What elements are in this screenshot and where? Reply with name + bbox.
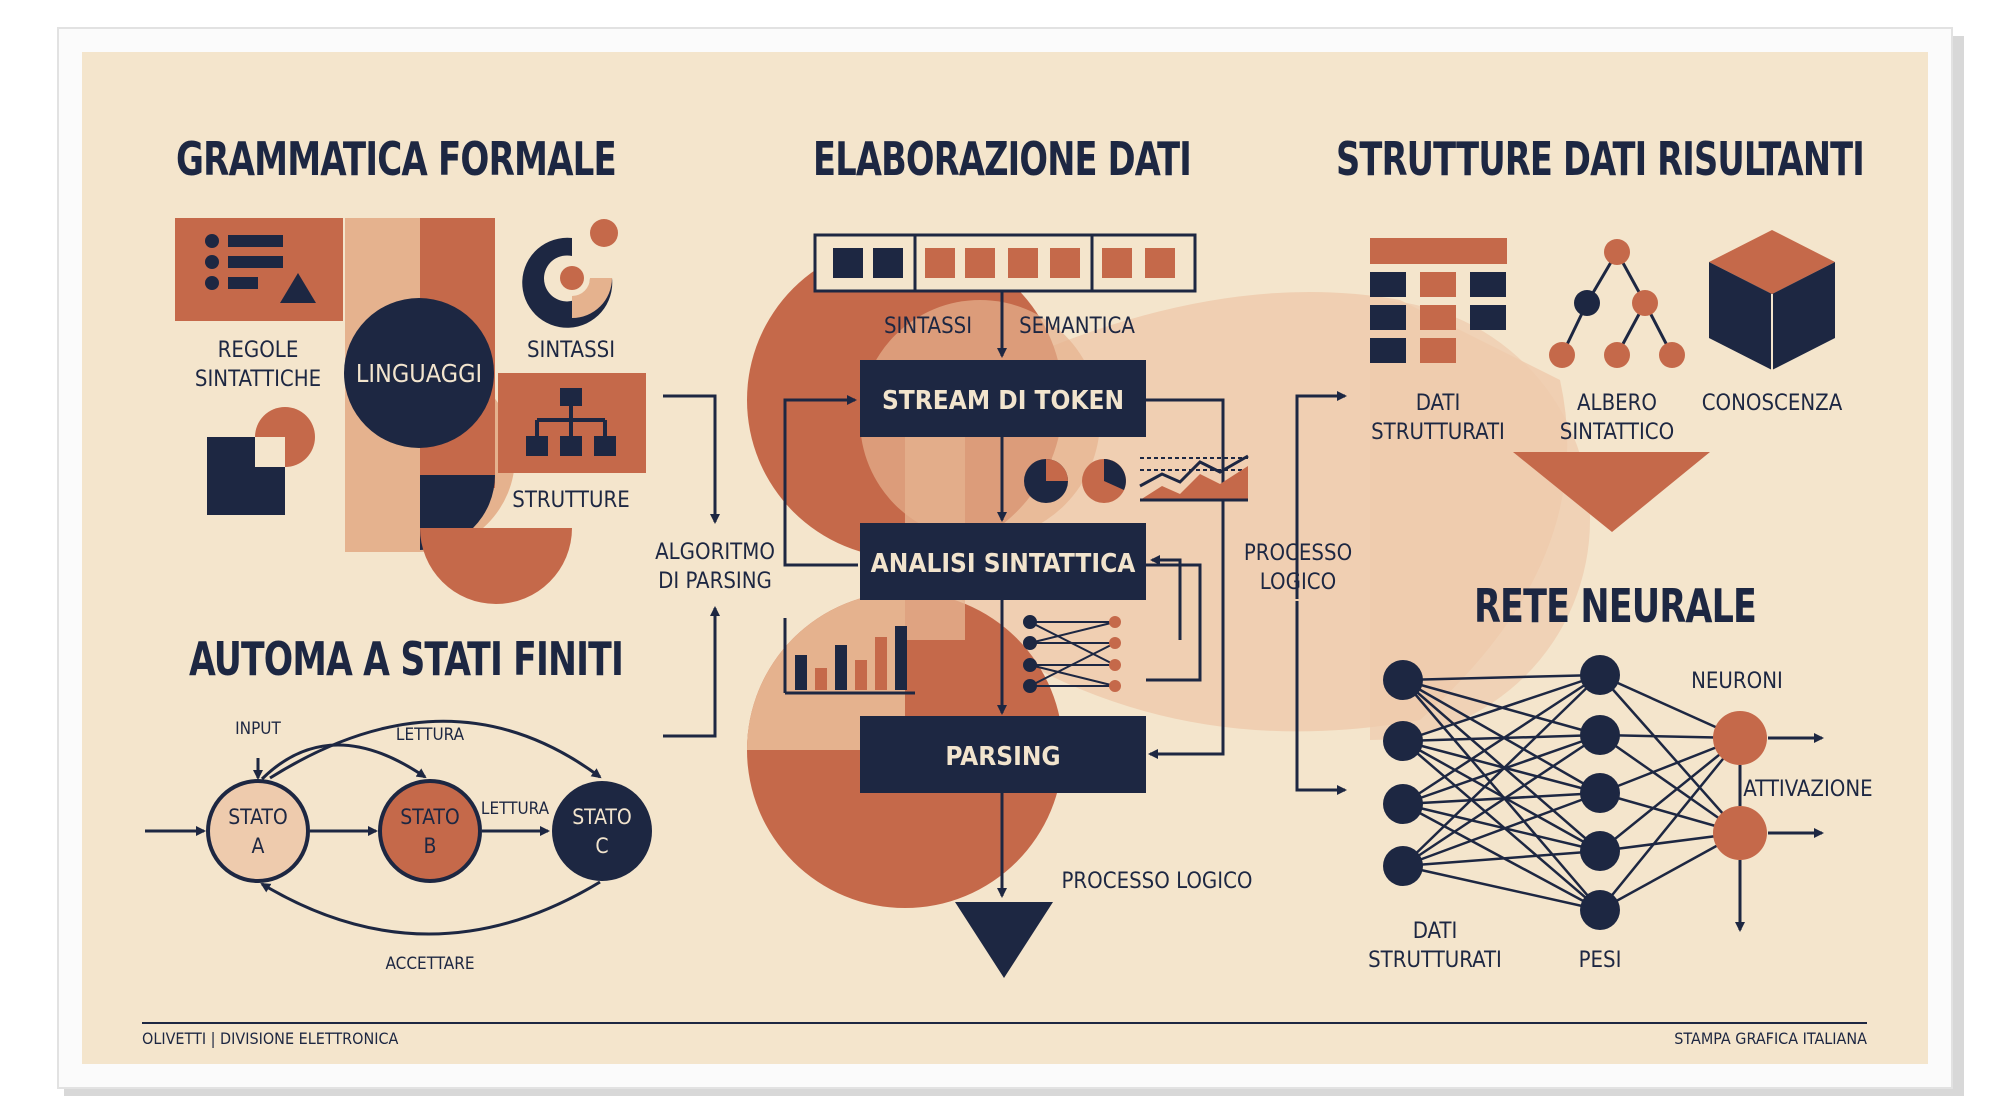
nn-data-line2: STRUTTURATI (1368, 948, 1502, 973)
proc-semantics-label: SEMANTICA (1019, 314, 1135, 339)
parsing-algorithm-line1: ALGORITMO (655, 540, 775, 565)
bar-chart-icon (783, 618, 915, 695)
state-b: STATO B (378, 779, 482, 883)
result-structures: DATI STRUTTURATI ALBERO SINTATTICO CONOS… (1370, 230, 1843, 532)
data-processing: SINTASSI SEMANTICA STREAM DI TOKEN ANALI… (783, 233, 1352, 978)
bg-large-circle-right (1370, 300, 1590, 740)
nn-output-layer (1713, 711, 1767, 860)
state-a-line1: STATO (228, 805, 288, 829)
side-process-line1: PROCESSO (1244, 541, 1352, 566)
side-process-line2: LOGICO (1260, 570, 1336, 595)
automaton-title: AUTOMA A STATI FINITI (189, 632, 623, 686)
reading-mid-label: LETTURA (481, 799, 550, 819)
nn-connections (1402, 673, 1741, 912)
token-stream-box (860, 360, 1146, 437)
knowledge-label: CONOSCENZA (1702, 391, 1843, 416)
structures-triangle (1513, 452, 1710, 532)
rust-half-circle (420, 528, 572, 604)
tree-label-line2: SINTATTICO (1560, 420, 1674, 445)
state-b-line1: STATO (400, 805, 460, 829)
parsing-label: PARSING (945, 742, 1060, 772)
nn-input-layer (1383, 660, 1423, 886)
structures-label: STRUTTURE (512, 488, 629, 513)
languages-circle (344, 298, 494, 448)
state-c-line2: C (595, 834, 608, 858)
logical-process-label: PROCESSO LOGICO (1062, 869, 1253, 894)
nn-data-line1: DATI (1413, 919, 1458, 944)
languages-label: LINGUAGGI (356, 359, 482, 388)
parsing-algorithm-connector: ALGORITMO DI PARSING (655, 394, 775, 738)
state-c-line1: STATO (572, 805, 632, 829)
rules-label-line2: SINTATTICHE (195, 367, 321, 392)
hierarchy-icon (526, 388, 616, 456)
cube-icon (1709, 230, 1835, 370)
grammar-title: GRAMMATICA FORMALE (176, 132, 616, 186)
grammar-composition: REGOLE SINTATTICHE LINGUAGGI SINTASSI ST… (175, 218, 646, 604)
structures-title: STRUTTURE DATI RISULTANTI (1336, 132, 1864, 186)
geometric-block (207, 407, 315, 515)
state-b-line2: B (424, 834, 437, 858)
rules-card (175, 218, 343, 321)
state-a: STATO A (206, 779, 310, 883)
state-c: STATO C (552, 781, 652, 881)
output-triangle (955, 902, 1053, 978)
syntactic-analysis-label: ANALISI SINTATTICA (871, 549, 1136, 579)
state-a-line2: A (252, 834, 265, 858)
nn-hidden-layer (1580, 655, 1620, 930)
proc-syntax-label: SINTASSI (884, 314, 972, 339)
token-stream-label: STREAM DI TOKEN (882, 386, 1124, 416)
finite-automaton: INPUT LETTURA LETTURA ACCETTARE STATO A … (145, 719, 652, 974)
syntactic-analysis-box (860, 523, 1146, 600)
parsing-algorithm-line2: DI PARSING (658, 569, 772, 594)
neural-title: RETE NEURALE (1474, 579, 1756, 633)
weights-label: PESI (1579, 948, 1622, 973)
input-label: INPUT (235, 719, 281, 739)
token-strip (813, 233, 1197, 293)
footer-left: OLIVETTI | DIVISIONE ELETTRONICA (142, 1029, 399, 1048)
neural-network: NEURONI ATTIVAZIONE DATI STRUTTURATI PES… (1368, 655, 1873, 973)
processing-title: ELABORAZIONE DATI (813, 132, 1191, 186)
parsing-box (860, 716, 1146, 793)
tree-icon (1549, 239, 1685, 368)
activation-label: ATTIVAZIONE (1743, 777, 1872, 802)
syntax-label: SINTASSI (527, 338, 615, 363)
structured-label-line1: DATI (1416, 391, 1461, 416)
footer-right: STAMPA GRAFICA ITALIANA (1674, 1029, 1867, 1048)
syntax-icon (522, 219, 618, 328)
list-icon (205, 234, 316, 303)
tree-label-line1: ALBERO (1577, 391, 1657, 416)
accept-label: ACCETTARE (386, 954, 475, 974)
reading-top-label: LETTURA (396, 725, 465, 745)
neurons-label: NEURONI (1691, 669, 1783, 694)
table-icon (1370, 238, 1507, 363)
structured-label-line2: STRUTTURATI (1371, 420, 1505, 445)
pie-icons (1024, 459, 1126, 503)
rules-label-line1: REGOLE (218, 338, 299, 363)
area-chart-icon (1139, 454, 1249, 502)
mini-network-icon (1023, 615, 1121, 693)
